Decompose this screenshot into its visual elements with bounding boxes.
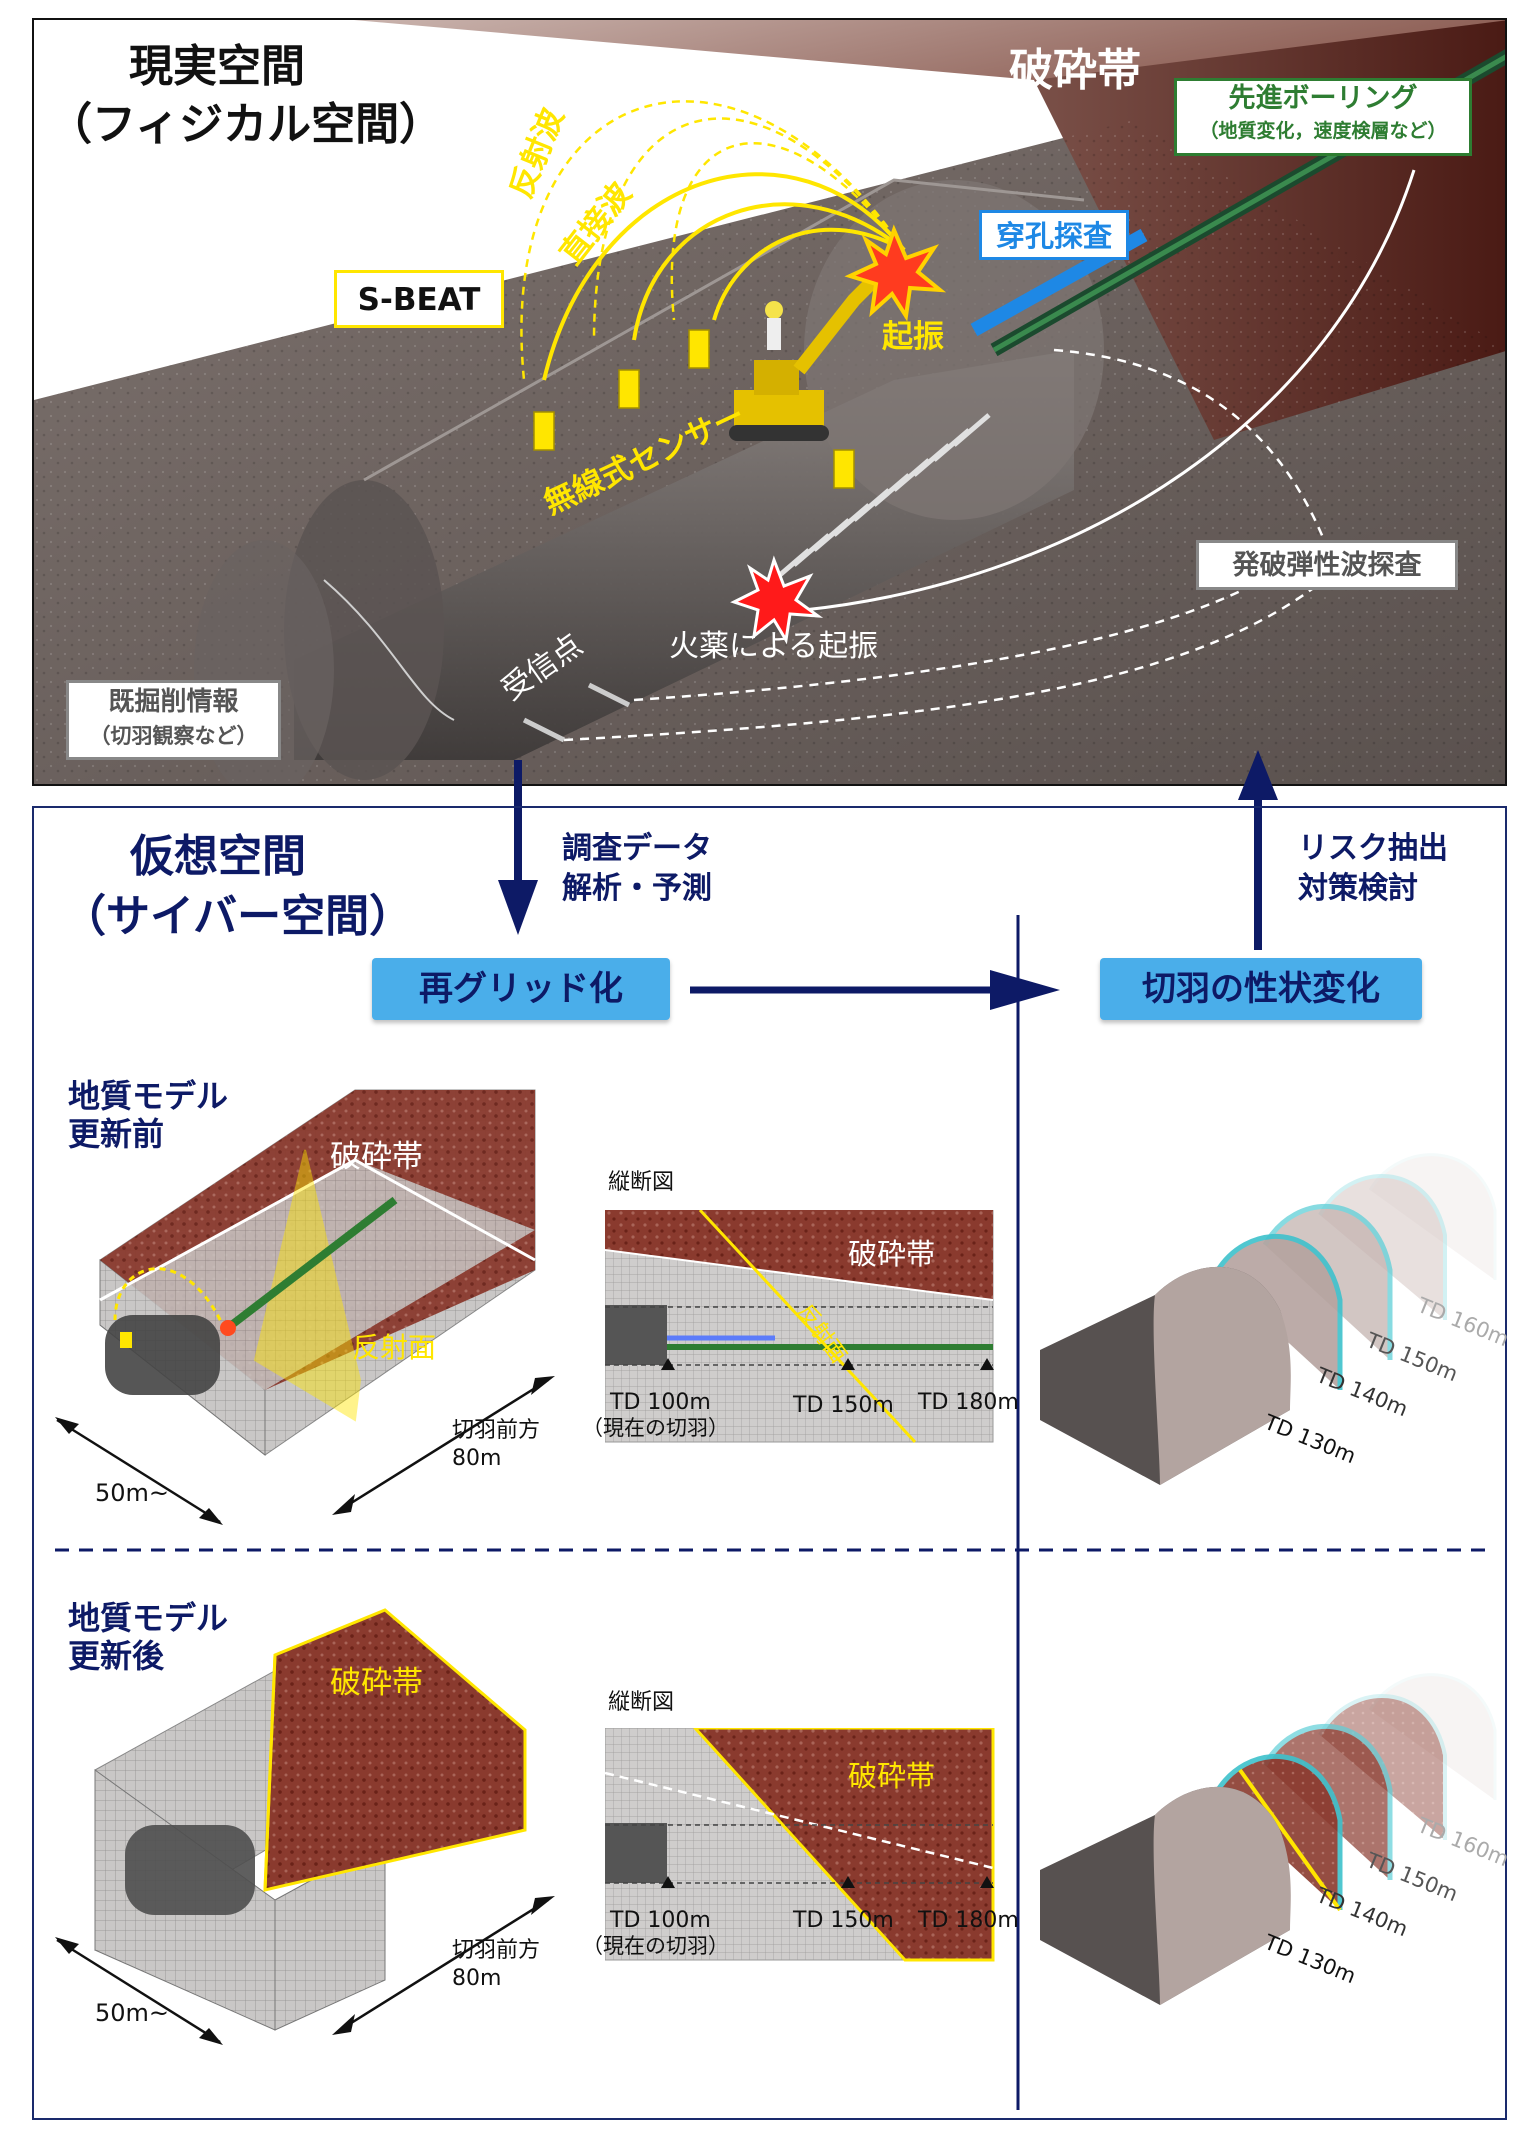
before-section-fracture: 破砕帯 — [848, 1237, 936, 1271]
down-label-line1: 調査データ — [562, 831, 712, 866]
up-arrow-head — [1238, 750, 1278, 800]
before-fracture-zone: 破砕帯 — [330, 1139, 423, 1175]
vibration-source-label: 起振 — [882, 319, 944, 355]
explosive-source-label: 火薬による起振 — [669, 629, 879, 664]
before-td180: TD 180m — [918, 1390, 1019, 1415]
before-label-line2: 更新前 — [68, 1115, 165, 1153]
before-reflection-plane: 反射面 — [352, 1331, 437, 1364]
cyber-space-panel — [32, 806, 1507, 2120]
after-label-line1: 地質モデル — [68, 1599, 229, 1637]
after-td100: TD 100m — [610, 1908, 711, 1933]
after-td150: TD 150m — [793, 1908, 894, 1933]
before-width: 50m~ — [95, 1479, 170, 1507]
face-change-label: 切羽の性状変化 — [1100, 958, 1422, 1020]
prior-excavation-title: 既掘削情報 — [108, 687, 239, 717]
before-td150: TD 150m — [793, 1393, 894, 1418]
right-arrow-head — [990, 970, 1060, 1010]
after-width: 50m~ — [95, 1999, 170, 2027]
advance-boring-title: 先進ボーリング — [1228, 83, 1418, 114]
advance-boring-sub: （地質変化，速度検層など） — [1199, 120, 1447, 142]
advance-boring-box: 先進ボーリング （地質変化，速度検層など） — [1174, 78, 1472, 156]
drill-survey-label: 穿孔探査 — [979, 210, 1129, 260]
blast-survey-label: 発破弾性波探査 — [1196, 540, 1458, 590]
up-label-line1: リスク抽出 — [1298, 831, 1448, 866]
faces-before — [1040, 1153, 1497, 1485]
sbeat-label: S-BEAT — [334, 270, 504, 328]
after-ahead-line1: 切羽前方 — [452, 1938, 541, 1963]
prior-excavation-box: 既掘削情報 （切羽観察など） — [66, 680, 281, 760]
cyber-title-line2: （サイバー空間） — [62, 891, 414, 942]
before-ahead-line2: 80m — [452, 1446, 502, 1471]
after-td100-sub: （現在の切羽） — [582, 1934, 729, 1958]
physical-title-line1: 現実空間 — [129, 41, 305, 92]
before-td100: TD 100m — [610, 1390, 711, 1415]
before-section-title: 縦断図 — [608, 1170, 675, 1195]
physical-title-line2: （フィジカル空間） — [48, 99, 444, 150]
fracture-zone-label: 破砕帯 — [1009, 45, 1141, 96]
before-td100-sub: （現在の切羽） — [582, 1416, 729, 1440]
cyber-title-line1: 仮想空間 — [130, 831, 306, 882]
down-label-line2: 解析・予測 — [562, 871, 712, 906]
faces-after — [1040, 1673, 1497, 2005]
down-arrow-head — [498, 880, 538, 935]
after-fracture-zone: 破砕帯 — [330, 1665, 423, 1701]
after-ahead-line2: 80m — [452, 1966, 502, 1991]
before-ahead-line1: 切羽前方 — [452, 1418, 541, 1443]
physical-space-panel: 現実空間 （フィジカル空間） 破砕帯 先進ボーリング （地質変化，速度検層など）… — [32, 18, 1507, 786]
after-section-fracture: 破砕帯 — [848, 1759, 936, 1793]
up-label-line2: 対策検討 — [1298, 871, 1418, 906]
model-after-block — [55, 1608, 555, 2045]
prior-excavation-sub: （切羽観察など） — [89, 724, 258, 748]
after-label-line2: 更新後 — [68, 1637, 165, 1675]
after-section-title: 縦断図 — [608, 1690, 675, 1715]
section-after — [605, 1728, 995, 1962]
physical-scene — [34, 20, 1505, 784]
after-td180: TD 180m — [918, 1908, 1019, 1933]
section-before — [605, 1210, 994, 1444]
model-before-block — [55, 1089, 555, 1525]
regrid-label: 再グリッド化 — [372, 958, 670, 1020]
before-label-line1: 地質モデル — [68, 1077, 229, 1115]
